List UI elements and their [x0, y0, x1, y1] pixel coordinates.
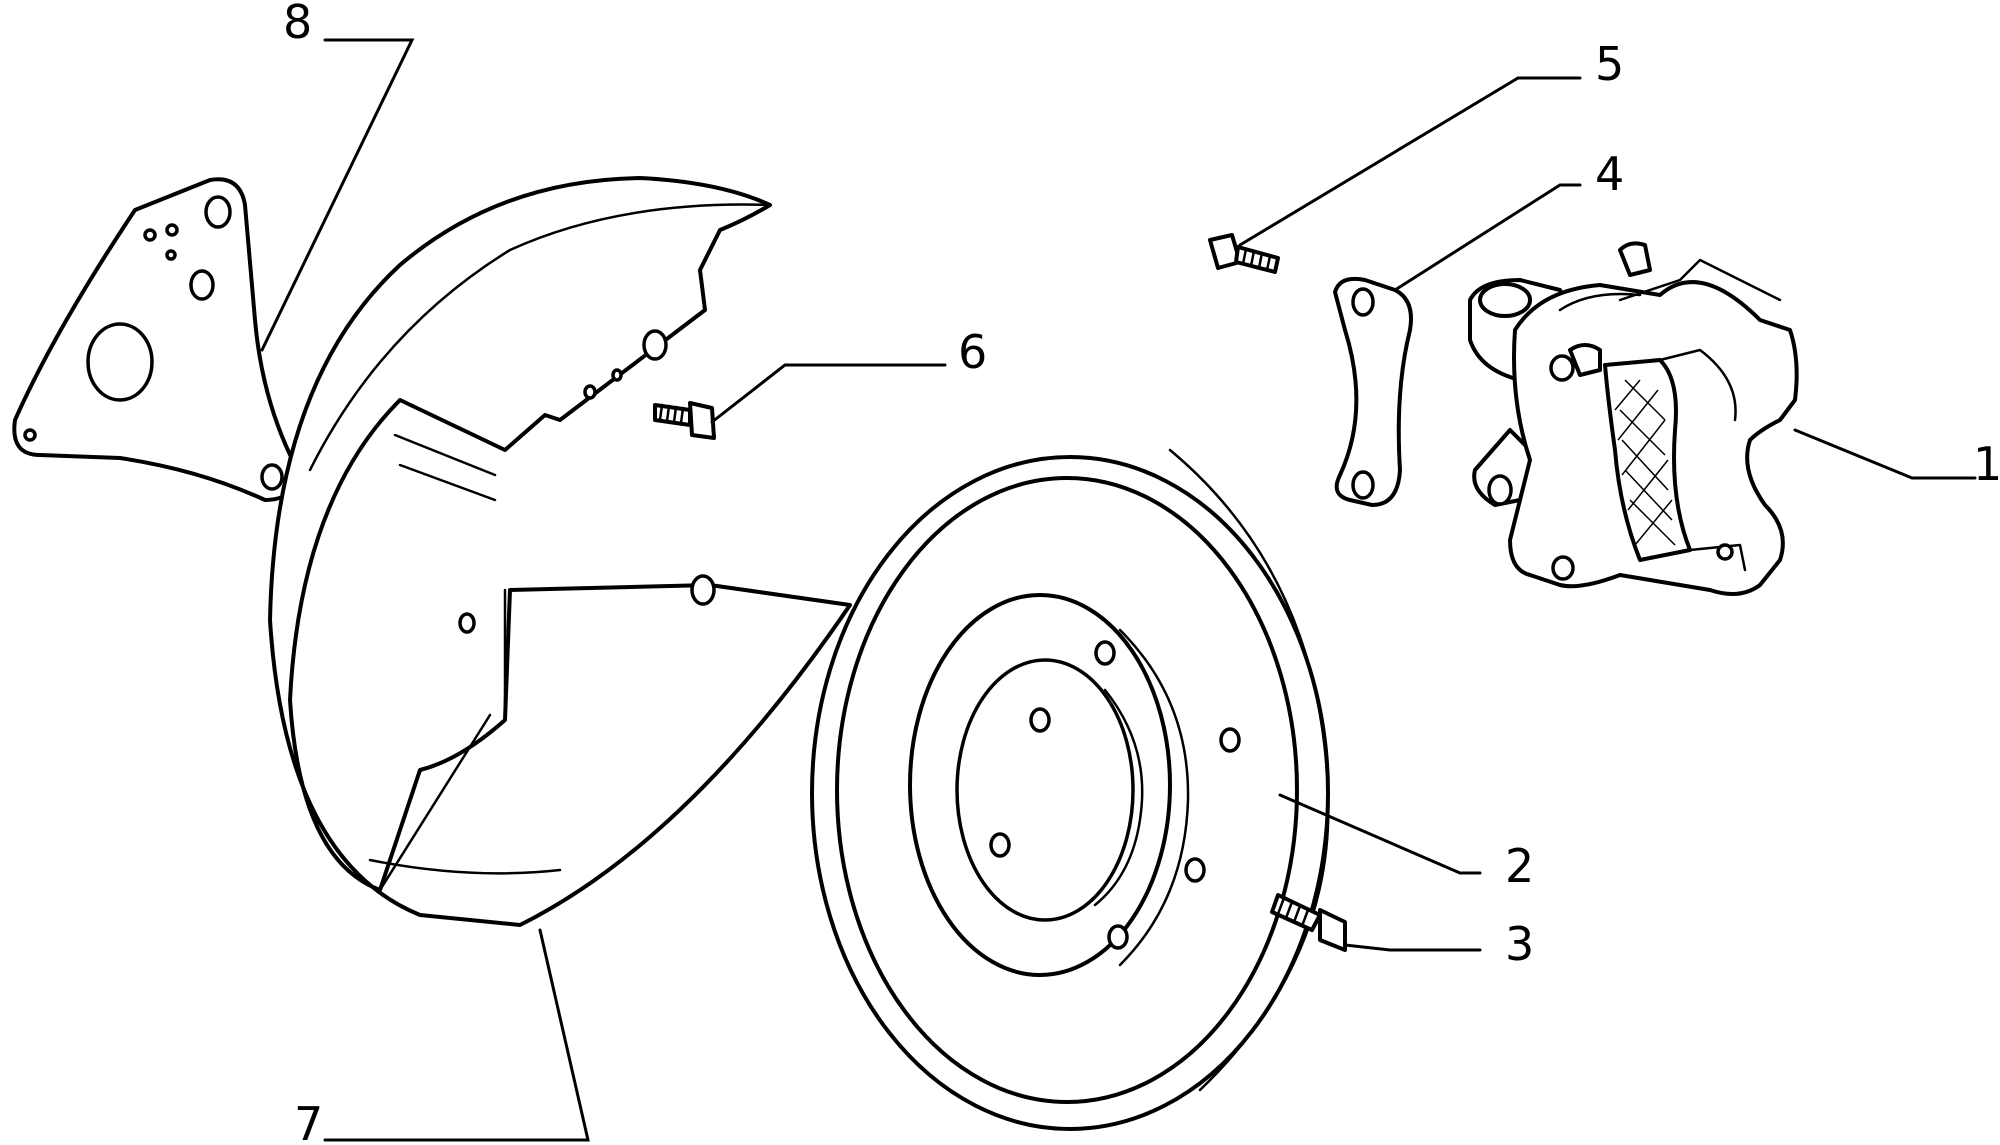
leader-lines	[260, 38, 1977, 1142]
callout-2: 2	[1505, 839, 1534, 893]
leader-3	[1343, 943, 1482, 952]
callout-5: 5	[1595, 37, 1624, 91]
part-4-caliper-bracket	[1333, 276, 1413, 507]
part-1-brake-caliper	[1468, 241, 1799, 596]
leader-4	[1393, 183, 1582, 292]
part-2-brake-disc	[810, 448, 1330, 1131]
callout-3: 3	[1505, 917, 1534, 971]
leader-5	[1238, 76, 1582, 247]
part-8-mounting-bracket	[12, 177, 298, 502]
callout-7: 7	[294, 1097, 323, 1145]
leader-7	[323, 928, 590, 1142]
leader-2	[1278, 793, 1482, 875]
leader-1	[1793, 428, 1977, 480]
callout-1: 1	[1973, 437, 2000, 491]
callout-4: 4	[1595, 147, 1624, 201]
part-3-bolt	[1270, 893, 1347, 952]
leader-6	[710, 363, 947, 424]
part-7-dust-shield	[268, 176, 852, 927]
part-6-bolt	[653, 401, 716, 440]
callout-8: 8	[283, 0, 312, 49]
callout-6: 6	[958, 325, 987, 379]
part-5-bolt	[1208, 233, 1280, 274]
leader-8	[260, 38, 415, 352]
